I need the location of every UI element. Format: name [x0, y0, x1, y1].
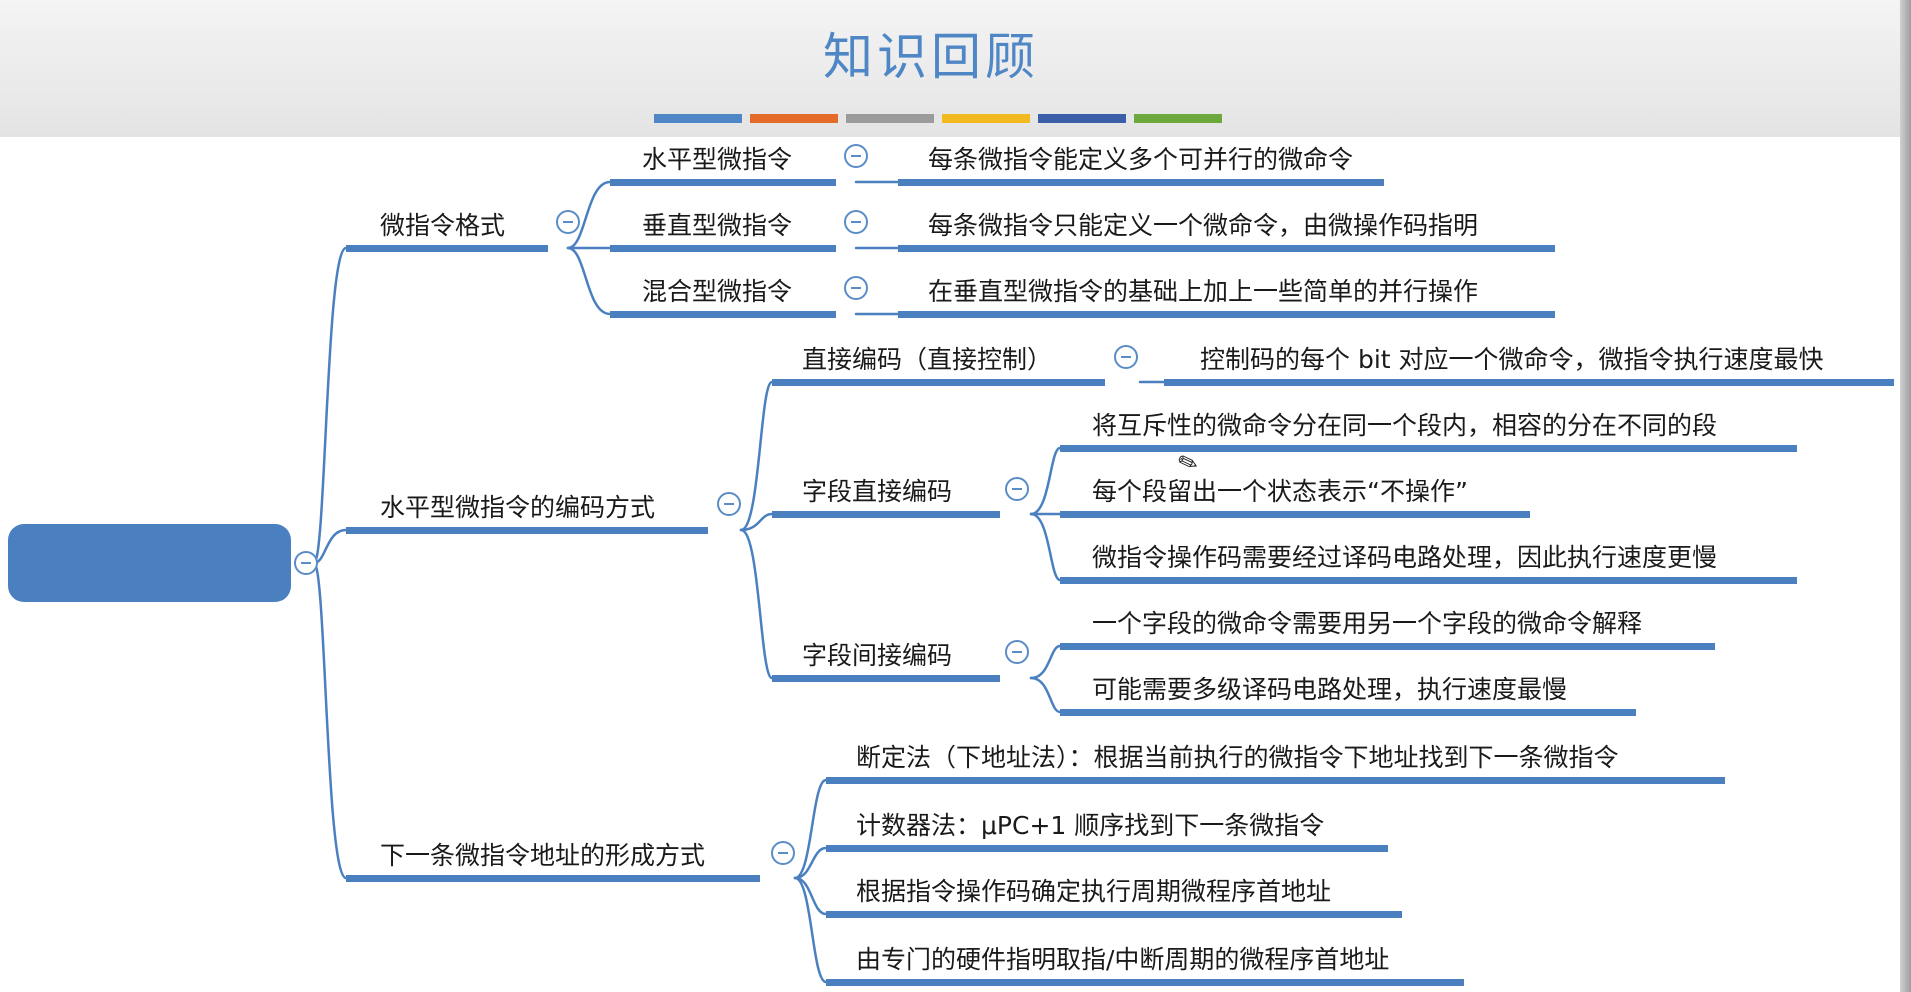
- page-edge: [1900, 0, 1911, 992]
- color-bar-6: [1134, 114, 1222, 123]
- node-field-direct-1[interactable]: 将互斥性的微命令分在同一个段内，相容的分在不同的段: [1060, 404, 1797, 452]
- node-field-direct-3[interactable]: 微指令操作码需要经过译码电路处理，因此执行速度更慢: [1060, 536, 1797, 584]
- node-field-indirect-label: 字段间接编码: [802, 641, 953, 670]
- collapse-encoding-icon[interactable]: [717, 492, 741, 516]
- node-field-direct-1-label: 将互斥性的微命令分在同一个段内，相容的分在不同的段: [1092, 411, 1718, 440]
- collapse-horizontal-icon[interactable]: [844, 144, 868, 168]
- node-vertical-desc-label: 每条微指令只能定义一个微命令，由微操作码指明: [928, 211, 1479, 240]
- node-field-indirect-2[interactable]: 可能需要多级译码电路处理，执行速度最慢: [1060, 668, 1636, 716]
- node-hybrid-desc[interactable]: 在垂直型微指令的基础上加上一些简单的并行操作: [898, 270, 1555, 318]
- node-field-indirect-1-label: 一个字段的微命令需要用另一个字段的微命令解释: [1092, 609, 1643, 638]
- link-fd-1: [1029, 446, 1062, 516]
- node-encoding[interactable]: 水平型微指令的编码方式: [346, 486, 708, 534]
- color-bar-3: [846, 114, 934, 123]
- collapse-next-addr-icon[interactable]: [771, 841, 795, 865]
- node-next-addr-1[interactable]: 断定法（下地址法）：根据当前执行的微指令下地址找到下一条微指令: [826, 736, 1725, 784]
- node-horizontal[interactable]: 水平型微指令: [610, 138, 836, 186]
- node-hybrid-label: 混合型微指令: [642, 277, 793, 306]
- link-format-horizontal: [566, 180, 612, 250]
- link-fd-3: [1029, 512, 1062, 582]
- node-next-addr[interactable]: 下一条微指令地址的形成方式: [346, 834, 760, 882]
- collapse-field-indirect-icon[interactable]: [1005, 640, 1029, 664]
- node-field-indirect-2-label: 可能需要多级译码电路处理，执行速度最慢: [1092, 675, 1568, 704]
- node-horizontal-desc[interactable]: 每条微指令能定义多个可并行的微命令: [898, 138, 1384, 186]
- collapse-root-icon[interactable]: [294, 551, 318, 575]
- collapse-format-icon[interactable]: [556, 210, 580, 234]
- link-fi-2: [1029, 676, 1062, 714]
- node-horizontal-label: 水平型微指令: [642, 145, 793, 174]
- node-direct-desc-label: 控制码的每个 bit 对应一个微命令，微指令执行速度最快: [1200, 345, 1824, 374]
- link-format-hybrid: [566, 246, 612, 316]
- link-encoding-field-direct: [739, 512, 774, 532]
- link-next-3: [793, 876, 828, 916]
- node-next-addr-1-label: 断定法（下地址法）：根据当前执行的微指令下地址找到下一条微指令: [856, 743, 1619, 772]
- node-field-indirect-1[interactable]: 一个字段的微命令需要用另一个字段的微命令解释: [1060, 602, 1715, 650]
- link-next-2: [793, 846, 828, 880]
- collapse-hybrid-icon[interactable]: [844, 276, 868, 300]
- node-field-direct-2[interactable]: 每个段留出一个状态表示“不操作”: [1060, 470, 1530, 518]
- link-root-next: [312, 561, 348, 880]
- node-next-addr-3[interactable]: 根据指令操作码确定执行周期微程序首地址: [826, 870, 1402, 918]
- node-next-addr-2[interactable]: 计数器法：μPC+1 顺序找到下一条微指令: [826, 804, 1388, 852]
- color-bar-1: [654, 114, 742, 123]
- node-format[interactable]: 微指令格式: [346, 204, 548, 252]
- node-field-direct-2-label: 每个段留出一个状态表示“不操作”: [1092, 477, 1468, 506]
- node-vertical-label: 垂直型微指令: [642, 211, 793, 240]
- node-next-addr-3-label: 根据指令操作码确定执行周期微程序首地址: [856, 877, 1332, 906]
- node-hybrid[interactable]: 混合型微指令: [610, 270, 836, 318]
- node-vertical-desc[interactable]: 每条微指令只能定义一个微命令，由微操作码指明: [898, 204, 1555, 252]
- node-field-indirect[interactable]: 字段间接编码: [772, 634, 1000, 682]
- collapse-vertical-icon[interactable]: [844, 210, 868, 234]
- node-next-addr-4[interactable]: 由专门的硬件指明取指/中断周期的微程序首地址: [826, 938, 1464, 986]
- node-direct-desc[interactable]: 控制码的每个 bit 对应一个微命令，微指令执行速度最快: [1164, 338, 1894, 386]
- root-node[interactable]: [8, 524, 291, 602]
- link-root-format: [312, 246, 348, 565]
- link-encoding-direct: [739, 380, 774, 532]
- node-field-direct[interactable]: 字段直接编码: [772, 470, 1000, 518]
- collapse-direct-icon[interactable]: [1114, 345, 1138, 369]
- link-fi-1: [1029, 644, 1062, 680]
- slide-title: 知识回顾: [823, 28, 1039, 86]
- node-field-direct-label: 字段直接编码: [802, 477, 953, 506]
- node-next-addr-4-label: 由专门的硬件指明取指/中断周期的微程序首地址: [856, 945, 1390, 974]
- node-horizontal-desc-label: 每条微指令能定义多个可并行的微命令: [928, 145, 1354, 174]
- node-encoding-label: 水平型微指令的编码方式: [380, 493, 656, 522]
- color-bar-4: [942, 114, 1030, 123]
- link-next-4: [793, 876, 828, 984]
- node-format-label: 微指令格式: [380, 211, 506, 240]
- link-next-1: [793, 778, 828, 880]
- node-next-addr-label: 下一条微指令地址的形成方式: [380, 841, 706, 870]
- node-next-addr-2-label: 计数器法：μPC+1 顺序找到下一条微指令: [856, 811, 1325, 840]
- color-bar-2: [750, 114, 838, 123]
- node-direct[interactable]: 直接编码（直接控制）: [772, 338, 1105, 386]
- color-bar-5: [1038, 114, 1126, 123]
- node-direct-label: 直接编码（直接控制）: [802, 345, 1053, 374]
- link-encoding-field-indirect: [739, 528, 774, 680]
- node-hybrid-desc-label: 在垂直型微指令的基础上加上一些简单的并行操作: [928, 277, 1479, 306]
- node-field-direct-3-label: 微指令操作码需要经过译码电路处理，因此执行速度更慢: [1092, 543, 1718, 572]
- collapse-field-direct-icon[interactable]: [1005, 477, 1029, 501]
- node-vertical[interactable]: 垂直型微指令: [610, 204, 836, 252]
